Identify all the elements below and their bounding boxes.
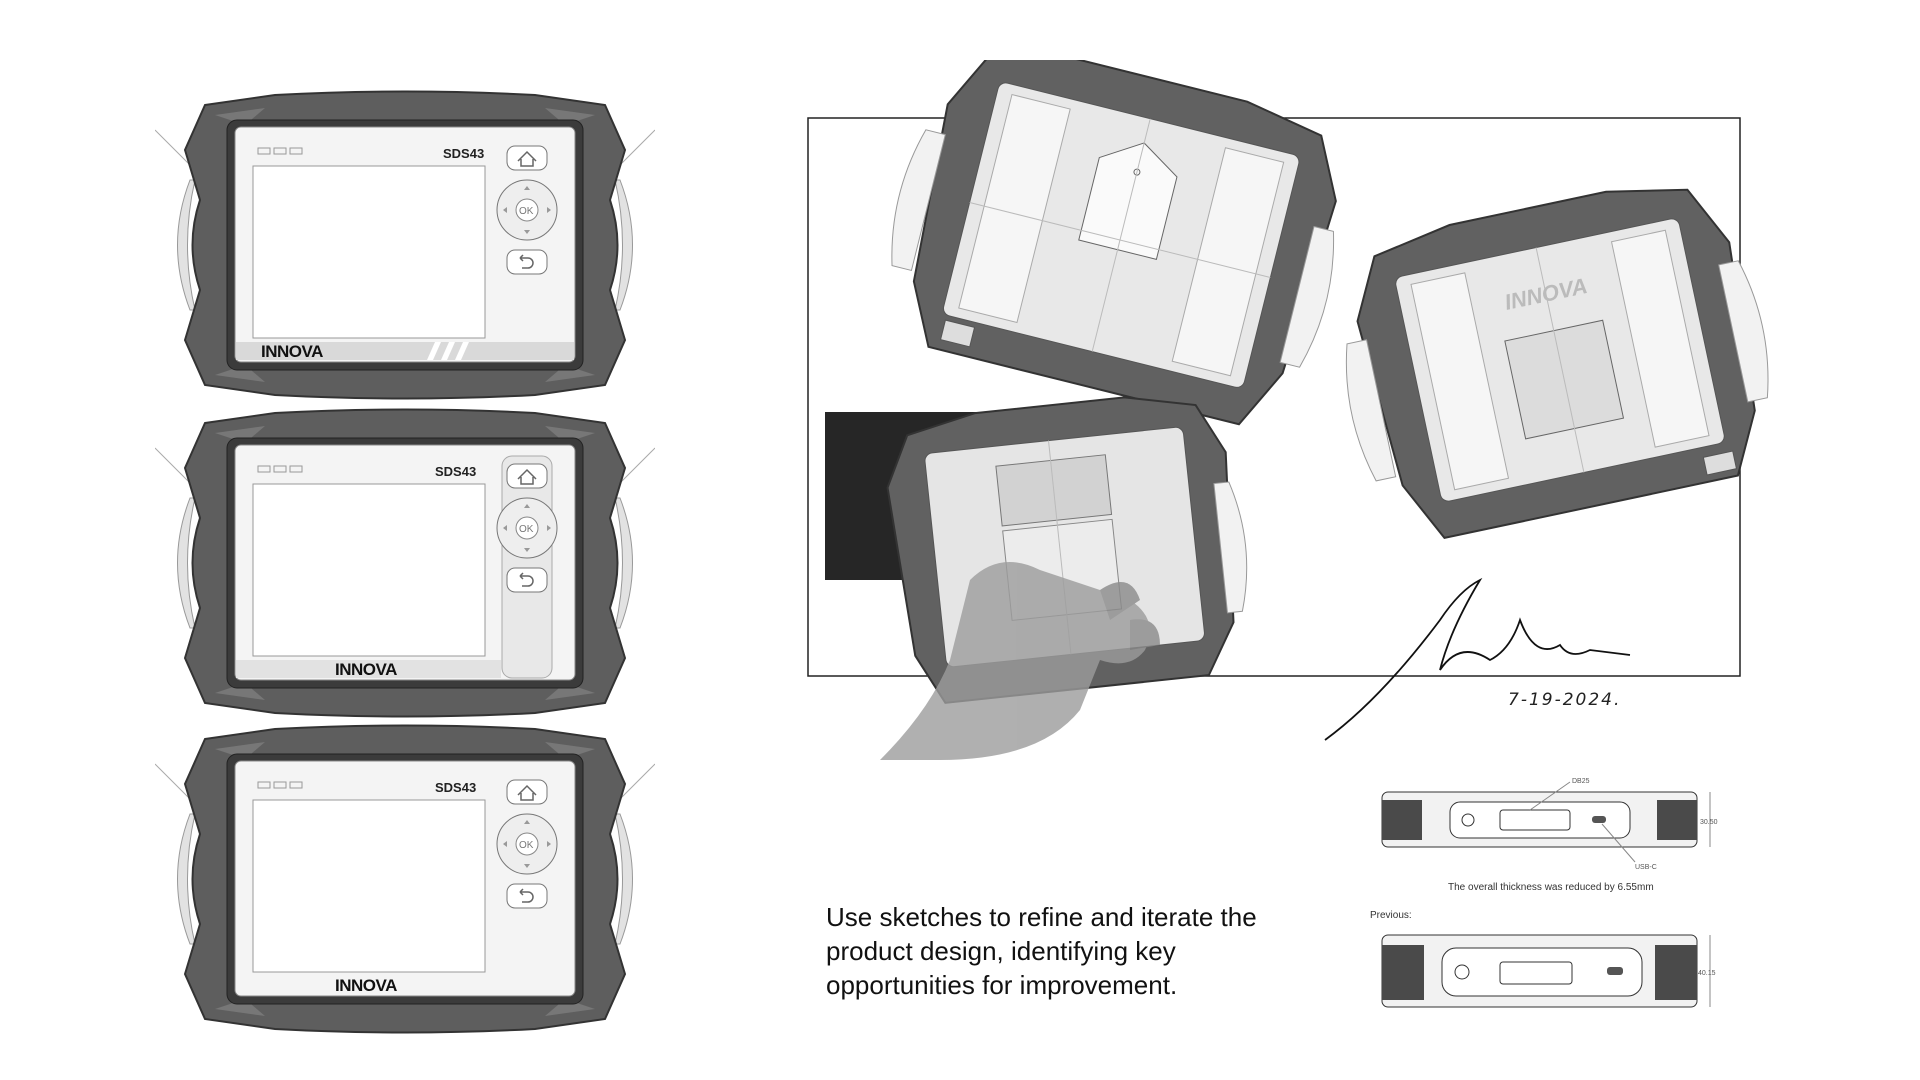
hand-sketch	[880, 562, 1160, 760]
back-button	[506, 883, 548, 909]
status-indicators	[257, 781, 303, 789]
previous-dimension: 40.15	[1698, 970, 1716, 977]
signature-stroke	[1324, 577, 1631, 741]
bottom-stripe	[236, 342, 574, 360]
back-button	[506, 567, 548, 593]
db25-port	[1499, 809, 1571, 831]
ok-label: OK	[519, 524, 534, 535]
side-panel	[501, 455, 553, 679]
dpad: OK	[496, 497, 558, 559]
db25-label: DB25	[1572, 778, 1590, 785]
bottom-stripe	[236, 660, 501, 678]
back-view-device-1	[891, 60, 1337, 426]
display-screen	[252, 799, 486, 973]
usb-c-label: USB-C	[1635, 864, 1657, 871]
caption-line-3: opportunities for improvement.	[826, 970, 1178, 1000]
status-indicators	[257, 465, 303, 473]
usb-c-port	[1592, 816, 1606, 823]
front-view-device-2: SDS43 OK INNOVA	[155, 408, 655, 718]
caption-line-1: Use sketches to refine and iterate the	[826, 902, 1257, 932]
ok-label: OK	[519, 840, 534, 851]
model-label: SDS43	[435, 780, 476, 795]
caption-line-2: product design, identifying key	[826, 936, 1176, 966]
previous-label: Previous:	[1370, 910, 1412, 921]
brand-logo: INNOVA	[335, 660, 397, 679]
brand-logo: INNOVA	[261, 342, 323, 361]
caption-text: Use sketches to refine and iterate the p…	[826, 900, 1346, 1002]
back-view-device-2: INNOVA	[1345, 188, 1769, 540]
status-indicators	[257, 147, 303, 155]
signature-date: 7-19-2024.	[1508, 690, 1621, 710]
home-button	[506, 779, 548, 805]
front-view-device-3: SDS43 OK INNOVA	[155, 724, 655, 1034]
front-view-device-1: SDS43 OK INNOVA	[155, 90, 655, 400]
dpad: OK	[496, 813, 558, 875]
model-label: SDS43	[435, 464, 476, 479]
display-screen	[252, 483, 486, 657]
back-button	[506, 249, 548, 275]
ok-label: OK	[519, 206, 534, 217]
dpad: OK	[496, 179, 558, 241]
perspective-sketch-area: INNOVA 7-19-2024.	[807, 60, 1769, 760]
technical-drawing: DB25 USB-C 30.50 The overall thickness w…	[1370, 778, 1718, 1008]
model-label: SDS43	[443, 146, 484, 161]
display-screen	[252, 165, 486, 339]
home-button	[506, 463, 548, 489]
previous-profile: 40.15	[1381, 934, 1716, 1008]
thickness-note: The overall thickness was reduced by 6.5…	[1448, 882, 1654, 893]
current-dimension: 30.50	[1700, 819, 1718, 826]
current-profile: DB25 USB-C 30.50	[1381, 778, 1718, 871]
brand-logo: INNOVA	[335, 976, 397, 995]
home-button	[506, 145, 548, 171]
